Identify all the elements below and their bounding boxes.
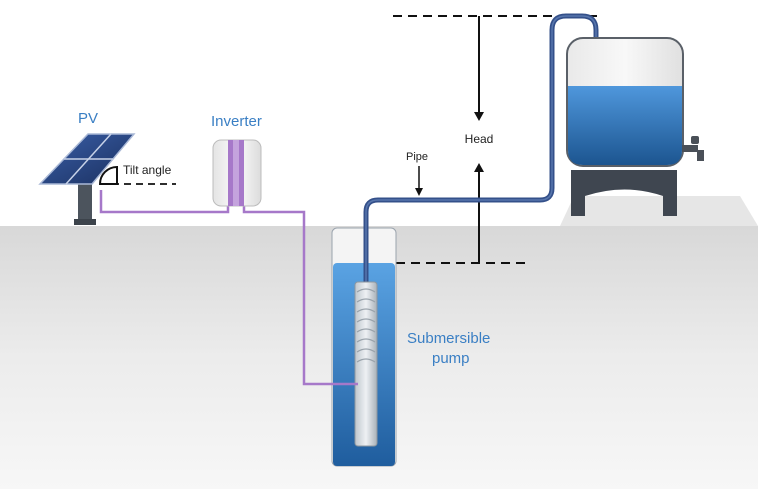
pump-label-line1: Submersible <box>407 330 490 347</box>
head-label: Head <box>465 132 494 146</box>
water-tank <box>560 37 758 226</box>
tilt-angle-label: Tilt angle <box>123 163 172 177</box>
tank-water <box>568 86 682 165</box>
pv-stand-base <box>74 219 96 225</box>
submersible-pump <box>354 281 378 447</box>
pipe-label: Pipe <box>406 151 428 163</box>
head-arrow-down <box>474 16 484 121</box>
inverter <box>212 139 262 207</box>
power-cable <box>99 190 230 214</box>
pv-stand-post <box>78 172 92 224</box>
head-arrow-up <box>474 163 484 263</box>
pv-panel <box>38 133 136 185</box>
pump-label-line2: pump <box>432 350 470 367</box>
tank-faucet <box>682 136 704 161</box>
pipe-pointer-arrow <box>415 166 423 196</box>
inverter-label: Inverter <box>211 113 262 130</box>
inverter-to-pump-cable <box>242 204 358 386</box>
pv-label: PV <box>78 110 98 127</box>
tilt-angle-indicator <box>98 165 176 185</box>
